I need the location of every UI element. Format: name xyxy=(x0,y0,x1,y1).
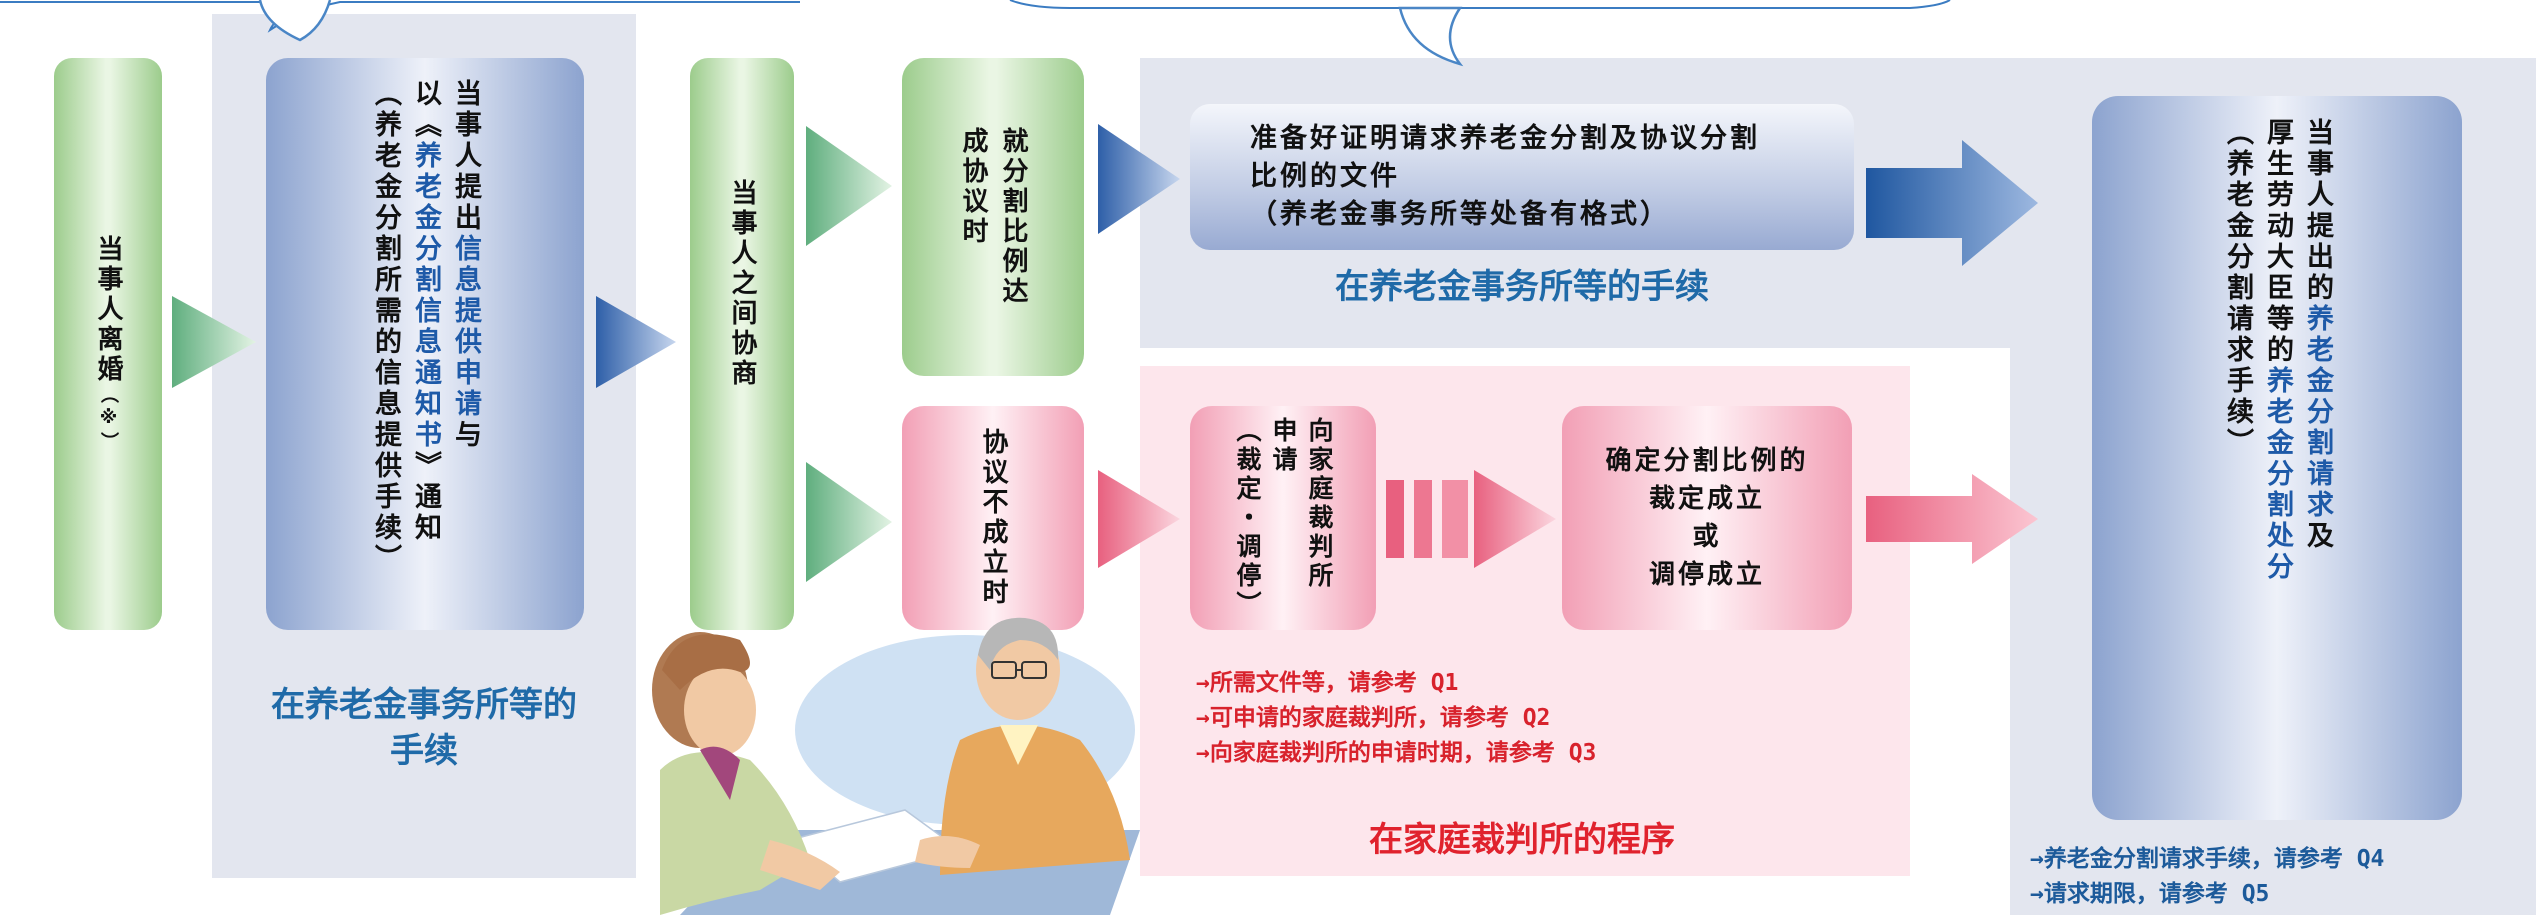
info-line3: （养老金分割所需的信息提供手续） xyxy=(370,79,401,575)
arrow-right-icon xyxy=(1098,124,1180,234)
divorce-note: （※） xyxy=(98,384,119,454)
arrow-right-icon xyxy=(596,296,676,388)
step-divorce: 当事人离婚（※） xyxy=(54,58,162,630)
note-q3: →向家庭裁判所的申请时期，请参考 Q3 xyxy=(1196,740,1597,766)
final-notes: →养老金分割请求手续，请参考 Q4 →请求期限，请参考 Q5 xyxy=(2030,842,2534,912)
step-ruling: 确定分割比例的 裁定成立 或 调停成立 xyxy=(1562,406,1852,630)
arrow-right-icon xyxy=(1866,140,2038,266)
arrow-right-icon xyxy=(172,296,256,388)
arrow-right-icon xyxy=(1386,470,1556,568)
caption-family-court: 在家庭裁判所的程序 xyxy=(1369,820,1675,860)
step-agreement-reached: 就分割比例达 成协议时 xyxy=(902,58,1084,376)
arrow-right-icon xyxy=(1866,474,2038,564)
note-q4: →养老金分割请求手续，请参考 Q4 xyxy=(2030,846,2385,872)
note-q1: →所需文件等，请参考 Q1 xyxy=(1196,670,1459,696)
speech-bubble-right xyxy=(1009,0,1951,67)
arrow-right-icon xyxy=(806,126,892,246)
step-agreement-failed: 协议不成立时 xyxy=(902,406,1084,630)
info-line1: 当事人提出信息提供申请与 xyxy=(450,79,481,451)
step-negotiation: 当事人之间协商 xyxy=(690,58,794,630)
consultation-illustration xyxy=(652,617,1140,915)
step-court-application: 向家庭裁判所 申请 （裁定・调停） xyxy=(1190,406,1376,630)
info-line2: 以《养老金分割信息通知书》通知 xyxy=(410,79,441,544)
arrow-right-icon xyxy=(806,462,892,582)
negotiation-text: 当事人之间协商 xyxy=(727,179,757,389)
note-q2: →可申请的家庭裁判所，请参考 Q2 xyxy=(1196,705,1551,731)
step-prepare-docs: 准备好证明请求养老金分割及协议分割 比例的文件 （养老金事务所等处备有格式） xyxy=(1190,104,1854,250)
note-q5: →请求期限，请参考 Q5 xyxy=(2030,881,2270,907)
step-info-request: 当事人提出信息提供申请与 以《养老金分割信息通知书》通知 （养老金分割所需的信息… xyxy=(266,58,584,630)
step-final: 当事人提出的养老金分割请求及 厚生劳动大臣等的养老金分割处分 （养老金分割请求手… xyxy=(2092,96,2462,820)
divorce-text: 当事人离婚 xyxy=(93,234,123,385)
caption-pension-office-top: 在养老金事务所等的手续 xyxy=(1335,267,1709,307)
court-notes: →所需文件等，请参考 Q1 →可申请的家庭裁判所，请参考 Q2 →向家庭裁判所的… xyxy=(1196,666,1896,771)
caption-pension-office-left: 在养老金事务所等的手续 xyxy=(271,685,577,771)
arrow-right-icon xyxy=(1098,470,1180,568)
speech-bubble-left xyxy=(0,0,800,42)
